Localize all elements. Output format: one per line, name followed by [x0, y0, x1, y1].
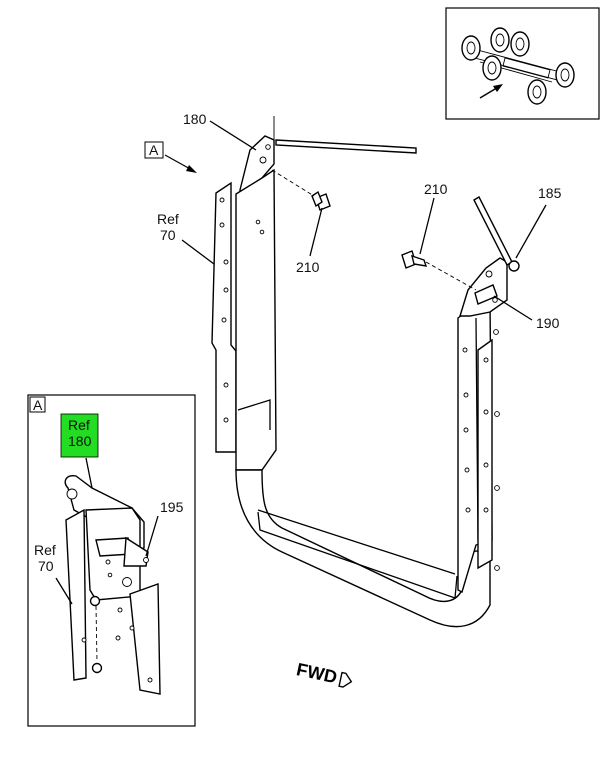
callout-180: 180 [183, 111, 207, 127]
callout-195: 195 [160, 499, 184, 515]
detail-ref180-ref: Ref [68, 417, 90, 433]
view-a-marker: A [144, 141, 197, 173]
fwd-label: FWD [295, 659, 339, 687]
callout-210-right: 210 [424, 181, 448, 197]
fwd-arrow-icon [338, 671, 353, 688]
u-bracket-hanger [211, 116, 520, 628]
detail-ref70-ref: Ref [34, 542, 56, 558]
view-arrow-icon [186, 165, 197, 173]
callout-185: 185 [538, 185, 562, 201]
callout-leaders [181, 120, 547, 321]
highlight-ref-180[interactable] [60, 413, 99, 458]
bolt-210-left [271, 169, 331, 211]
axle-assembly-icon [461, 27, 575, 105]
detail-ref70-num: 70 [38, 558, 54, 574]
detail-a: A Ref 180 [27, 394, 196, 727]
detail-ref180-num: 180 [68, 433, 92, 449]
callout-210-left: 210 [296, 259, 320, 275]
locator-inset [445, 7, 600, 120]
callout-ref70-ref: Ref [157, 211, 179, 227]
callout-190: 190 [536, 315, 560, 331]
detail-a-letter: A [33, 397, 43, 413]
fwd-indicator: FWD [295, 659, 353, 688]
view-a-letter: A [149, 142, 159, 158]
locator-arrow-icon [479, 84, 503, 99]
callout-ref70-num: 70 [160, 227, 176, 243]
bolt-210-right [401, 250, 477, 291]
